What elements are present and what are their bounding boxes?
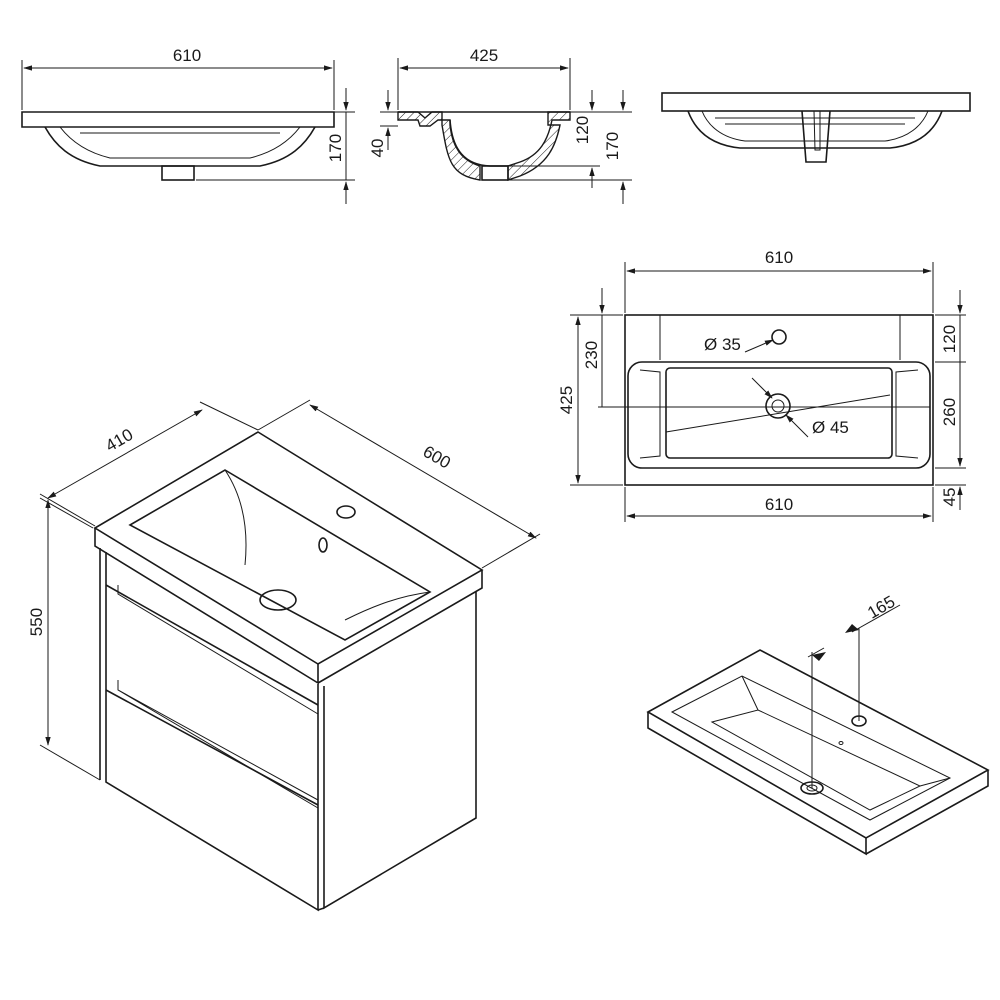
section-rim-label: 40: [368, 139, 387, 158]
side-view: [661, 92, 971, 163]
basin-isometric: 165: [646, 592, 990, 856]
front-margin-label: 45: [940, 488, 959, 507]
tap-hole-label: Ø 35: [704, 335, 741, 354]
top-depth-label: 425: [557, 386, 576, 414]
cabinet-width-label: 600: [420, 442, 454, 473]
back-margin-label: 120: [940, 325, 959, 353]
bowl-label: 260: [940, 398, 959, 426]
section-view: 425 40 120 170: [368, 46, 632, 204]
drain-label: Ø 45: [812, 418, 849, 437]
cabinet-isometric: 410 600 550: [27, 399, 541, 912]
bottom-width-label: 610: [765, 495, 793, 514]
tap-offset-label: 230: [582, 341, 601, 369]
top-view: Ø 35 Ø 45 610 610 425 230 120 260 45: [557, 248, 966, 522]
section-total-height-label: 170: [603, 132, 622, 160]
top-width-label: 610: [765, 248, 793, 267]
basin-offset-label: 165: [864, 592, 898, 623]
section-depth-label: 425: [470, 46, 498, 65]
front-height-label: 170: [326, 134, 345, 162]
front-width-label: 610: [173, 46, 201, 65]
front-view: 610 170: [21, 46, 355, 204]
cabinet-height-label: 550: [27, 608, 46, 636]
section-bowl-depth-label: 120: [573, 116, 592, 144]
